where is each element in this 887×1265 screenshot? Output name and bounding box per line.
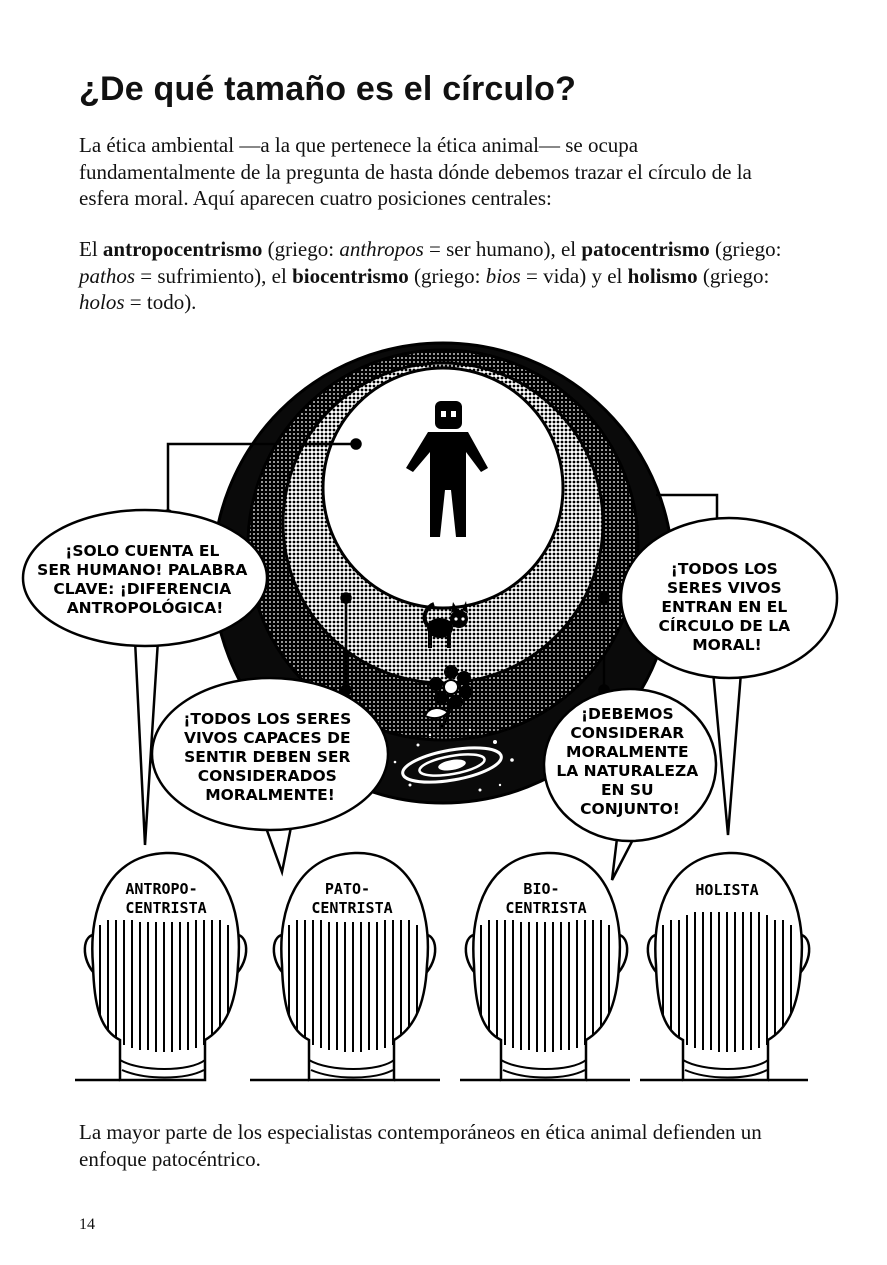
bubble-line: ENTRAN EN EL	[661, 598, 787, 616]
page-number: 14	[79, 1216, 95, 1233]
bubble-line: CONJUNTO!	[580, 800, 680, 818]
head-holist: HOLISTA	[640, 851, 811, 1082]
text-span: = vida) y el	[520, 263, 628, 288]
moral-circles	[211, 341, 675, 805]
head-label-line: HOLISTA	[695, 881, 758, 899]
head-pathocentrist: PATO- CENTRISTA	[250, 851, 440, 1082]
intro-paragraph: La ética ambiental —a la que pertenece l…	[79, 133, 752, 210]
bubble-line: EN SU	[601, 781, 654, 799]
bubble-pathocentrist-text: ¡TODOS LOS SERES VIVOS CAPACES DE SENTIR…	[183, 710, 356, 804]
bubble-line: ¡SOLO CUENTA EL	[65, 542, 219, 560]
bubble-holist-text: ¡DEBEMOS CONSIDERAR MORALMENTE LA NATURA…	[556, 705, 703, 818]
bubble-biocentrist: ¡TODOS LOS SERES VIVOS ENTRAN EN EL CÍRC…	[619, 516, 839, 836]
greek-bios: bios	[485, 263, 521, 288]
bubble-line: ¡TODOS LOS SERES	[183, 710, 351, 728]
bubble-line: ¡DEBEMOS	[581, 705, 674, 723]
closing-paragraph: La mayor parte de los especialistas cont…	[79, 1120, 762, 1171]
term-pathocentrism: patocentrismo	[581, 237, 710, 261]
bubble-anthropocentrist-text: ¡SOLO CUENTA EL SER HUMANO! PALABRA CLAV…	[37, 542, 253, 617]
bubble-line: SERES VIVOS	[667, 579, 782, 597]
term-biocentrism: biocentrismo	[292, 263, 409, 288]
bubble-line: MORALMENTE!	[205, 786, 335, 804]
bubble-line: ANTROPOLÓGICA!	[67, 598, 224, 617]
bubble-biocentrist-text: ¡TODOS LOS SERES VIVOS ENTRAN EN EL CÍRC…	[658, 560, 795, 654]
text-span: = todo).	[124, 290, 197, 314]
text-span: (griego:	[262, 237, 340, 261]
positions-paragraph: El antropocentrismo (griego: anthropos =…	[79, 236, 799, 316]
bubble-line: MORAL!	[692, 636, 761, 654]
text-span: (griego:	[408, 263, 486, 288]
flower-icon	[423, 665, 473, 730]
greek-holos: holos	[79, 290, 125, 314]
text-span: = sufrimiento), el	[135, 263, 293, 288]
head-pathocentrist-label: PATO- CENTRISTA	[311, 880, 392, 917]
bubble-line: SER HUMANO! PALABRA	[37, 561, 247, 579]
head-label-line: CENTRISTA	[125, 899, 206, 917]
head-label-line: CENTRISTA	[505, 899, 586, 917]
bubble-line: LA NATURALEZA	[556, 762, 698, 780]
bubble-line: MORALMENTE	[566, 743, 689, 761]
bubble-line: ¡TODOS LOS	[671, 560, 778, 578]
head-biocentrist-label: BIO- CENTRISTA	[505, 880, 586, 917]
text-span: El	[79, 237, 103, 261]
bubble-line: CÍRCULO DE LA	[658, 616, 790, 635]
bubble-anthropocentrist: ¡SOLO CUENTA EL SER HUMANO! PALABRA CLAV…	[21, 508, 269, 846]
cat-icon	[422, 601, 468, 648]
head-anthropocentrist-label: ANTROPO- CENTRISTA	[125, 880, 206, 917]
head-label-line: BIO-	[523, 880, 559, 898]
head-holist-label: HOLISTA	[695, 881, 758, 899]
head-label-line: CENTRISTA	[311, 899, 392, 917]
term-holism: holismo	[627, 263, 698, 288]
galaxy-icon	[393, 728, 514, 792]
text-span: (griego:	[697, 263, 770, 288]
bubble-line: SENTIR DEBEN SER	[184, 748, 350, 766]
bubble-pathocentrist: ¡TODOS LOS SERES VIVOS CAPACES DE SENTIR…	[150, 676, 390, 877]
bubble-line: CONSIDERAR	[570, 724, 684, 742]
greek-pathos: pathos	[79, 263, 136, 288]
bubble-line: CLAVE: ¡DIFERENCIA	[53, 580, 231, 598]
greek-anthropos: anthropos	[339, 237, 424, 261]
bubble-line: VIVOS CAPACES DE	[184, 729, 351, 747]
term-anthropocentrism: antropocentrismo	[102, 237, 263, 261]
page-title: ¿De qué tamaño es el círculo?	[79, 70, 577, 108]
head-biocentrist: BIO- CENTRISTA	[460, 851, 630, 1082]
bubble-holist: ¡DEBEMOS CONSIDERAR MORALMENTE LA NATURA…	[542, 687, 718, 881]
text-span: = ser humano), el	[423, 237, 582, 261]
bubble-line: CONSIDERADOS	[198, 767, 337, 785]
human-figure-icon	[406, 401, 488, 537]
head-label-line: ANTROPO-	[125, 880, 197, 898]
head-anthropocentrist: ANTROPO- CENTRISTA	[75, 851, 248, 1082]
head-label-line: PATO-	[325, 880, 370, 898]
text-span: (griego:	[709, 237, 782, 261]
